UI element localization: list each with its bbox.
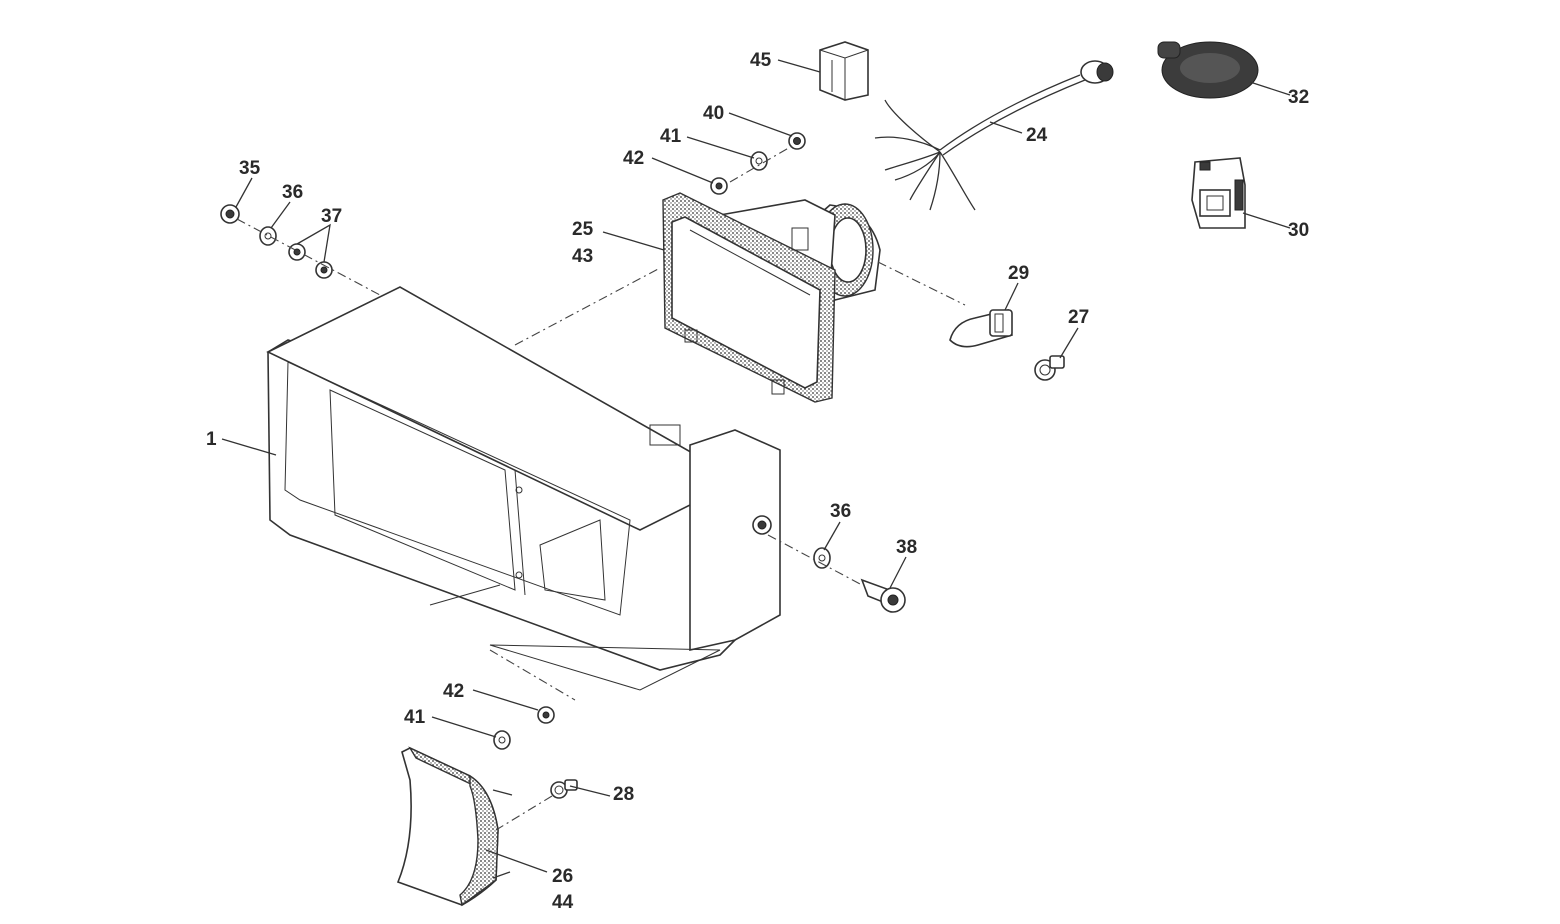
label-26: 26 <box>552 866 573 887</box>
label-41-top: 41 <box>660 126 682 147</box>
socket-part[interactable] <box>1191 157 1246 229</box>
label-40: 40 <box>703 103 724 124</box>
label-41-bottom: 41 <box>404 707 426 728</box>
connector-housing-part[interactable] <box>819 41 869 101</box>
housing-part[interactable] <box>266 286 781 691</box>
washer-36-top-part[interactable] <box>259 226 277 246</box>
label-37: 37 <box>321 206 342 227</box>
label-45: 45 <box>750 50 772 71</box>
label-29: 29 <box>1008 263 1029 284</box>
indicator-lamp-part[interactable] <box>396 746 513 907</box>
bulb-holder-part[interactable] <box>1034 355 1065 381</box>
screw-38-part[interactable] <box>860 578 906 613</box>
label-43: 43 <box>572 246 593 267</box>
label-36-top: 36 <box>282 182 303 203</box>
headlamp-insert-part[interactable] <box>662 192 881 403</box>
label-25: 25 <box>572 219 594 240</box>
assembly-guide-lines <box>236 145 966 831</box>
cable-coil-part[interactable] <box>1157 41 1259 99</box>
washer-41-bottom-part[interactable] <box>493 730 511 750</box>
bulb-28-part[interactable] <box>550 779 578 799</box>
label-44: 44 <box>552 892 574 913</box>
label-24: 24 <box>1026 125 1048 146</box>
part-number-labels: 1 35 36 37 25 43 45 40 41 42 24 32 30 29… <box>206 50 1309 913</box>
washer-42-bottom-part[interactable] <box>537 706 555 724</box>
label-28: 28 <box>613 784 634 805</box>
wiring-harness-part[interactable] <box>874 60 1114 211</box>
washer-36-right-part[interactable] <box>813 547 831 569</box>
leader-lines <box>221 59 1291 873</box>
label-27: 27 <box>1068 307 1089 328</box>
label-42-bottom: 42 <box>443 681 464 702</box>
washer-42-top-part[interactable] <box>710 177 728 195</box>
nut-35-part[interactable] <box>220 204 240 224</box>
nut-40-part[interactable] <box>788 132 806 150</box>
washer-41-top-part[interactable] <box>750 151 768 171</box>
label-1: 1 <box>206 429 217 450</box>
label-30: 30 <box>1288 220 1309 241</box>
label-42-top: 42 <box>623 148 644 169</box>
label-38: 38 <box>896 537 917 558</box>
bulb-part[interactable] <box>949 309 1013 348</box>
label-32: 32 <box>1288 87 1309 108</box>
label-35: 35 <box>239 158 261 179</box>
label-36-right: 36 <box>830 501 851 522</box>
